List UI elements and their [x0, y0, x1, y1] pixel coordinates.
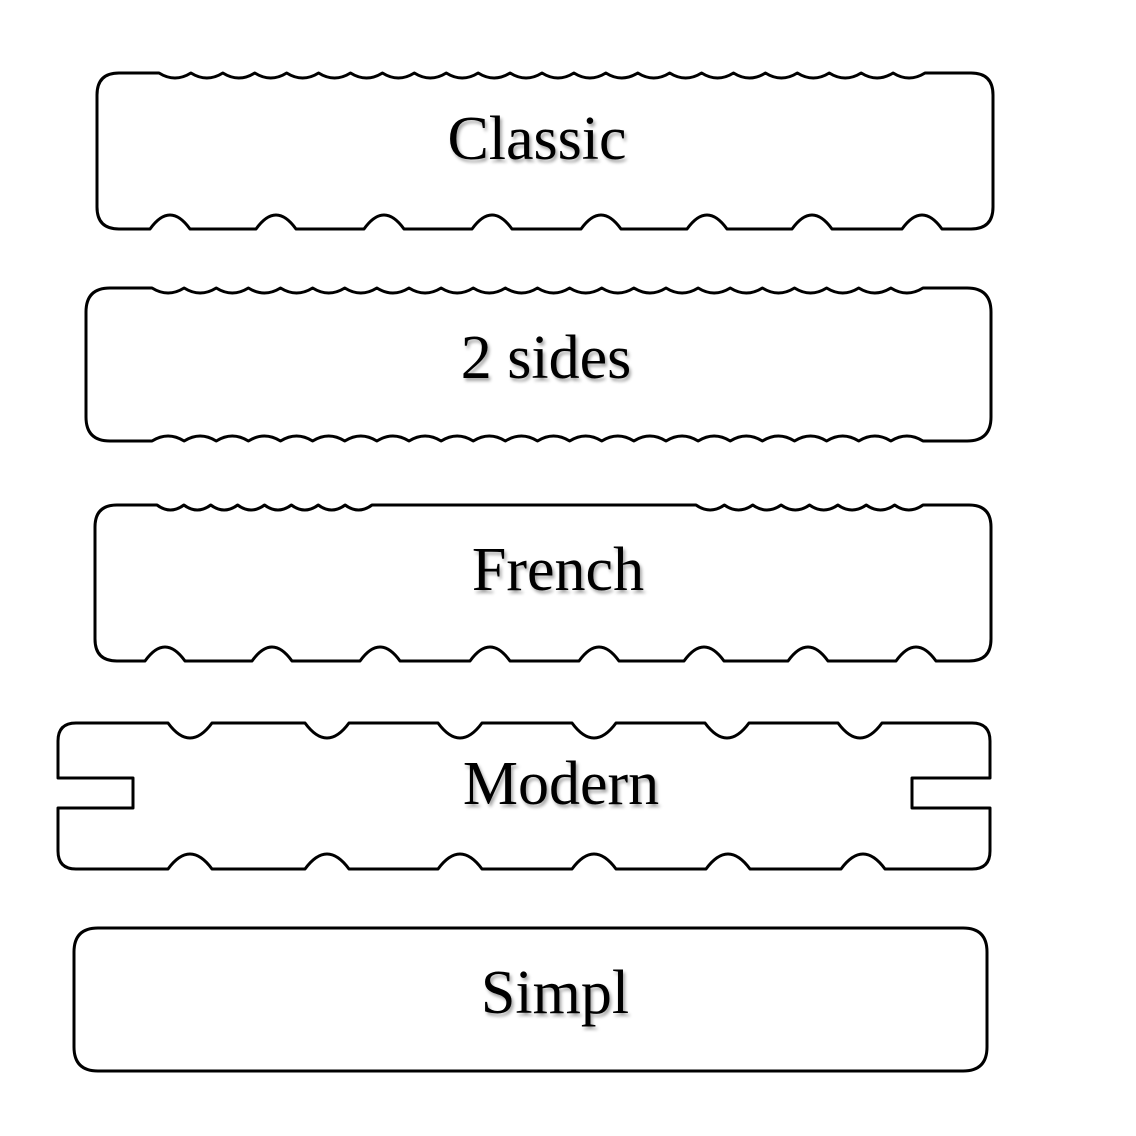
modern-board-outline — [56, 721, 992, 871]
profile-classic: Classic — [95, 71, 995, 231]
modern-label: Modern — [463, 750, 659, 818]
classic-label: Classic — [447, 105, 626, 173]
simpl-board-outline — [72, 926, 989, 1073]
profile-simpl: Simpl — [72, 926, 989, 1073]
two-sides-label: 2 sides — [461, 324, 632, 392]
classic-board-outline — [95, 71, 995, 231]
simpl-label: Simpl — [481, 959, 629, 1027]
profile-two-sides: 2 sides — [84, 286, 993, 443]
french-label: French — [472, 536, 644, 604]
french-board-outline — [93, 503, 993, 663]
profile-modern: Modern — [56, 721, 992, 871]
two-sides-board-outline — [84, 286, 993, 443]
profile-french: French — [93, 503, 993, 663]
